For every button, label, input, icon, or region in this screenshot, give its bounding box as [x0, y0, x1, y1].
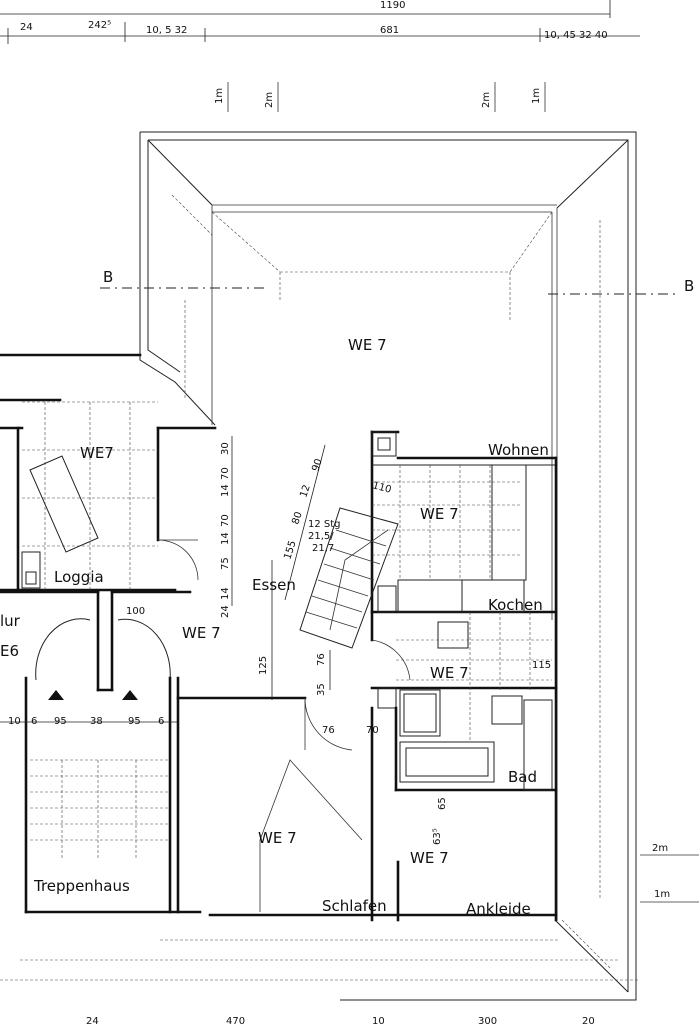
dim-90: 90 [310, 457, 324, 473]
room-schlafen: Schlafen [322, 897, 387, 915]
dim-1190: 1190 [380, 0, 405, 11]
stair-note-3: 21,7 [312, 543, 334, 554]
room-flur: lur [0, 612, 21, 630]
dim-95b: 95 [128, 716, 141, 727]
room-we7-loggia-unit: WE7 [80, 444, 114, 462]
room-we7-kitchen-unit: WE 7 [420, 505, 459, 523]
dim-125: 125 [258, 656, 269, 675]
dim-75: 75 [220, 557, 231, 570]
kitchen [372, 464, 527, 613]
dim-10: 10 [8, 716, 21, 727]
room-labels: WE 7 WE7 Loggia lur E6 WE 7 Essen Wohnen… [0, 336, 549, 918]
top-dimension-chain: 1190 681 24 242⁵ 10, 5 32 10, 45 32 40 [0, 0, 640, 44]
dim-38: 38 [90, 716, 103, 727]
dim-10-bottom: 10 [372, 1016, 385, 1024]
roof-outline [0, 131, 640, 1001]
room-treppenhaus: Treppenhaus [33, 877, 130, 895]
dim-100: 100 [126, 606, 145, 617]
section-mark-right: B [684, 277, 694, 295]
dim-115: 115 [532, 660, 551, 671]
dim-35: 35 [316, 683, 327, 696]
dim-635: 63⁵ [432, 828, 443, 845]
dim-70b: 70 [220, 467, 231, 480]
room-we7-main: WE 7 [348, 336, 387, 354]
stair-note-1: 12 Stg [308, 519, 341, 530]
room-kochen: Kochen [488, 596, 543, 614]
bath [396, 612, 553, 791]
dim-300-bottom: 300 [478, 1016, 497, 1024]
room-we7-dressing-unit: WE 7 [410, 849, 449, 867]
dim-6b: 6 [158, 716, 164, 727]
left-wing [0, 353, 217, 914]
plan-dimensions: 30 14 70 14 70 75 14 24 90 12 80 155 125… [0, 436, 551, 845]
dim-80: 80 [290, 510, 304, 526]
scale-2m-right: 2m [481, 92, 492, 108]
room-bad: Bad [508, 768, 537, 786]
room-we7-bedroom-unit: WE 7 [258, 829, 297, 847]
room-loggia: Loggia [54, 568, 104, 586]
dim-6a: 6 [31, 716, 37, 727]
dim-24-bottom: 24 [86, 1016, 99, 1024]
treppenhaus-stairs [30, 690, 168, 860]
dim-95a: 95 [54, 716, 67, 727]
dim-24a: 24 [220, 605, 231, 618]
dim-65: 65 [437, 797, 448, 810]
section-mark-left: B [103, 268, 113, 286]
scale-2m-side: 2m [652, 843, 668, 854]
dim-10-5-32: 10, 5 32 [146, 25, 187, 36]
scale-marks: 1m 2m 2m 1m 2m 1m [214, 82, 699, 903]
scale-2m-left: 2m [264, 92, 275, 108]
dim-76a: 76 [316, 653, 327, 666]
room-we6: E6 [0, 642, 19, 660]
dim-24-top: 24 [20, 22, 33, 33]
dim-20-bottom: 20 [582, 1016, 595, 1024]
bottom-dimension-chain: 24 470 10 300 20 [86, 1016, 595, 1024]
dim-10-45-32-40: 10, 45 32 40 [544, 30, 608, 41]
dim-70c: 70 [220, 514, 231, 527]
dim-470-bottom: 470 [226, 1016, 245, 1024]
dim-70a: 70 [366, 725, 379, 736]
section-line-b: B B [100, 268, 694, 295]
dim-76b: 76 [322, 725, 335, 736]
interior-stair: 12 Stg 21,5/ 21,7 [299, 507, 399, 649]
stair-note-2: 21,5/ [308, 531, 334, 542]
room-essen: Essen [252, 576, 296, 594]
dim-12: 12 [298, 483, 312, 499]
room-we7-center: WE 7 [182, 624, 221, 642]
dim-14c: 14 [220, 587, 231, 600]
dim-2425: 242⁵ [88, 20, 111, 31]
dim-681: 681 [380, 25, 399, 36]
room-we7-bath-unit: WE 7 [430, 664, 469, 682]
scale-1m-right: 1m [531, 88, 542, 104]
dim-14a: 14 [220, 484, 231, 497]
dim-14b: 14 [220, 532, 231, 545]
room-ankleide: Ankleide [466, 900, 531, 918]
scale-1m-left: 1m [214, 88, 225, 104]
central-walls [176, 430, 558, 922]
dim-30: 30 [220, 442, 231, 455]
scale-1m-side: 1m [654, 889, 670, 900]
room-wohnen: Wohnen [488, 441, 549, 459]
dim-110: 110 [371, 480, 392, 496]
